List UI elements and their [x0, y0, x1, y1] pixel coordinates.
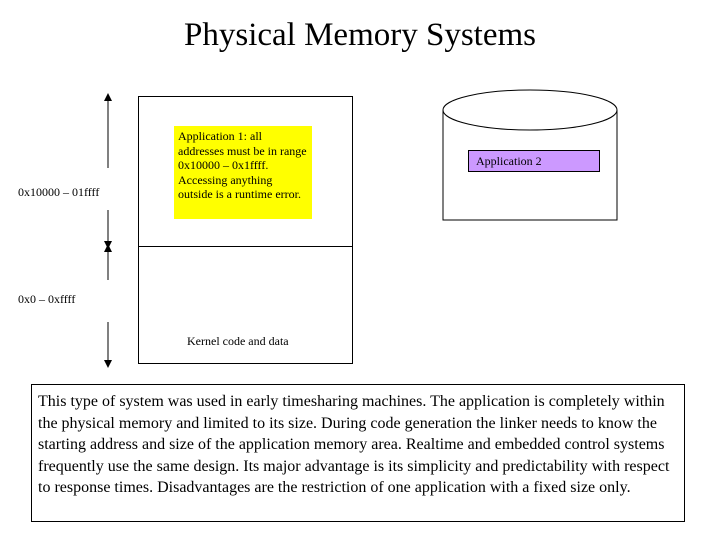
application-1-box: Application 1: all addresses must be in … [174, 126, 312, 219]
upper-range-label: 0x10000 – 01ffff [18, 185, 100, 199]
kernel-label: Kernel code and data [187, 334, 289, 348]
physical-memory-box [138, 96, 353, 364]
application-2-box: Application 2 [468, 150, 600, 172]
description-box: This type of system was used in early ti… [31, 384, 685, 522]
page-title: Physical Memory Systems [184, 17, 536, 53]
memory-divider [138, 246, 353, 247]
lower-range-label: 0x0 – 0xffff [18, 292, 76, 306]
